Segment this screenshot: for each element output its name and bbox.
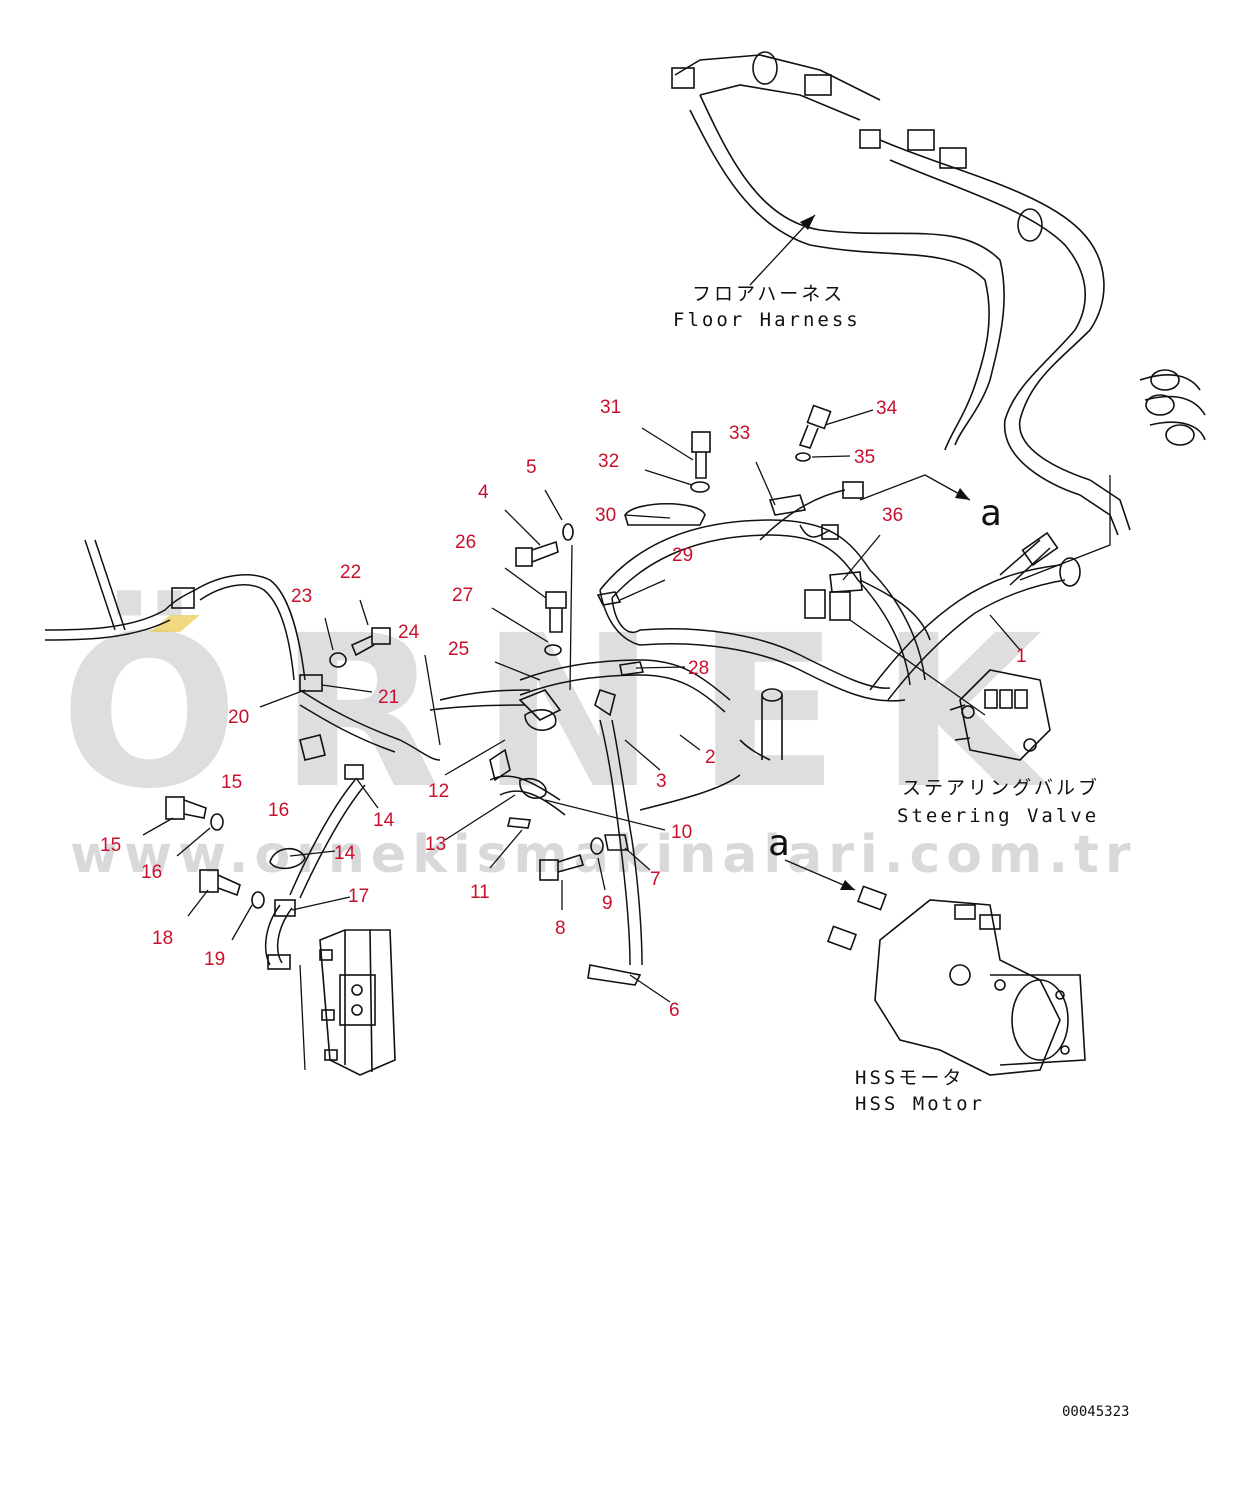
callout-14b: 14 xyxy=(334,843,356,864)
callout-1: 1 xyxy=(1016,646,1027,667)
watermark-accent-mark xyxy=(150,615,200,632)
callout-10: 10 xyxy=(671,822,692,843)
callout-32: 32 xyxy=(598,451,619,472)
callout-3: 3 xyxy=(656,771,667,792)
callout-22: 22 xyxy=(340,562,361,583)
callout-36: 36 xyxy=(882,505,903,526)
callout-18: 18 xyxy=(152,928,173,949)
callout-12: 12 xyxy=(428,781,449,802)
callout-25: 25 xyxy=(448,639,469,660)
callout-2: 2 xyxy=(705,747,716,768)
callout-33: 33 xyxy=(729,423,750,444)
hss-motor-label-jp: HSSモータ xyxy=(855,1067,964,1089)
callout-23: 23 xyxy=(291,586,312,607)
drawing-number: 00045323 xyxy=(1062,1404,1129,1420)
callout-24: 24 xyxy=(398,622,420,643)
ref-a-bottom: a xyxy=(768,823,790,864)
left-harness-drawing xyxy=(44,539,441,1076)
callout-19: 19 xyxy=(204,949,225,970)
callout-27: 27 xyxy=(452,585,473,606)
callout-16b: 16 xyxy=(141,862,162,883)
callout-26: 26 xyxy=(455,532,476,553)
callout-29: 29 xyxy=(672,545,693,566)
callout-35: 35 xyxy=(854,447,875,468)
floor-harness-label-jp: フロアハーネス xyxy=(692,283,845,305)
callout-6: 6 xyxy=(669,1000,680,1021)
watermark-url: www.ornekismakinalari.com.tr xyxy=(70,825,1136,885)
callout-13: 13 xyxy=(425,834,446,855)
callout-31: 31 xyxy=(600,397,621,418)
steering-valve-label-jp: ステアリングバルブ xyxy=(902,776,1100,799)
floor-harness-label: フロアハーネス Floor Harness xyxy=(673,214,861,331)
callout-15b: 15 xyxy=(100,835,121,856)
callout-17: 17 xyxy=(348,886,369,907)
hss-motor-drawing: HSSモータ HSS Motor xyxy=(784,859,1086,1115)
floor-harness-label-en: Floor Harness xyxy=(673,309,861,331)
callout-7: 7 xyxy=(650,869,661,890)
hss-motor-label-en: HSS Motor xyxy=(855,1093,985,1115)
steering-valve-drawing: ステアリングバルブ Steering Valve xyxy=(849,619,1100,827)
callout-28: 28 xyxy=(688,658,709,679)
callout-4: 4 xyxy=(478,482,489,503)
callout-14a: 14 xyxy=(373,810,395,831)
callout-11: 11 xyxy=(470,882,490,903)
callout-5: 5 xyxy=(526,457,537,478)
main-harness-drawing xyxy=(429,481,1081,986)
callout-21: 21 xyxy=(378,687,399,708)
callout-20: 20 xyxy=(228,707,249,728)
callout-30: 30 xyxy=(595,505,616,526)
ref-a-top: a xyxy=(980,493,1002,534)
watermark: ÖRNEK www.ornekismakinalari.com.tr xyxy=(60,589,1136,885)
leader-lines xyxy=(142,409,1021,1003)
reference-markers: a a xyxy=(768,474,1002,864)
callout-34: 34 xyxy=(876,398,898,419)
floor-harness-drawing xyxy=(671,51,1206,581)
callout-16a: 16 xyxy=(268,800,289,821)
callout-8: 8 xyxy=(555,918,566,939)
callout-9: 9 xyxy=(602,893,613,914)
steering-valve-label-en: Steering Valve xyxy=(897,805,1099,827)
cylinder-drawing xyxy=(739,688,783,761)
callouts: 1 2 3 4 5 6 7 8 9 10 11 12 13 14 14 15 1… xyxy=(100,397,1027,1021)
callout-15a: 15 xyxy=(221,772,242,793)
fasteners-drawing xyxy=(165,404,863,909)
